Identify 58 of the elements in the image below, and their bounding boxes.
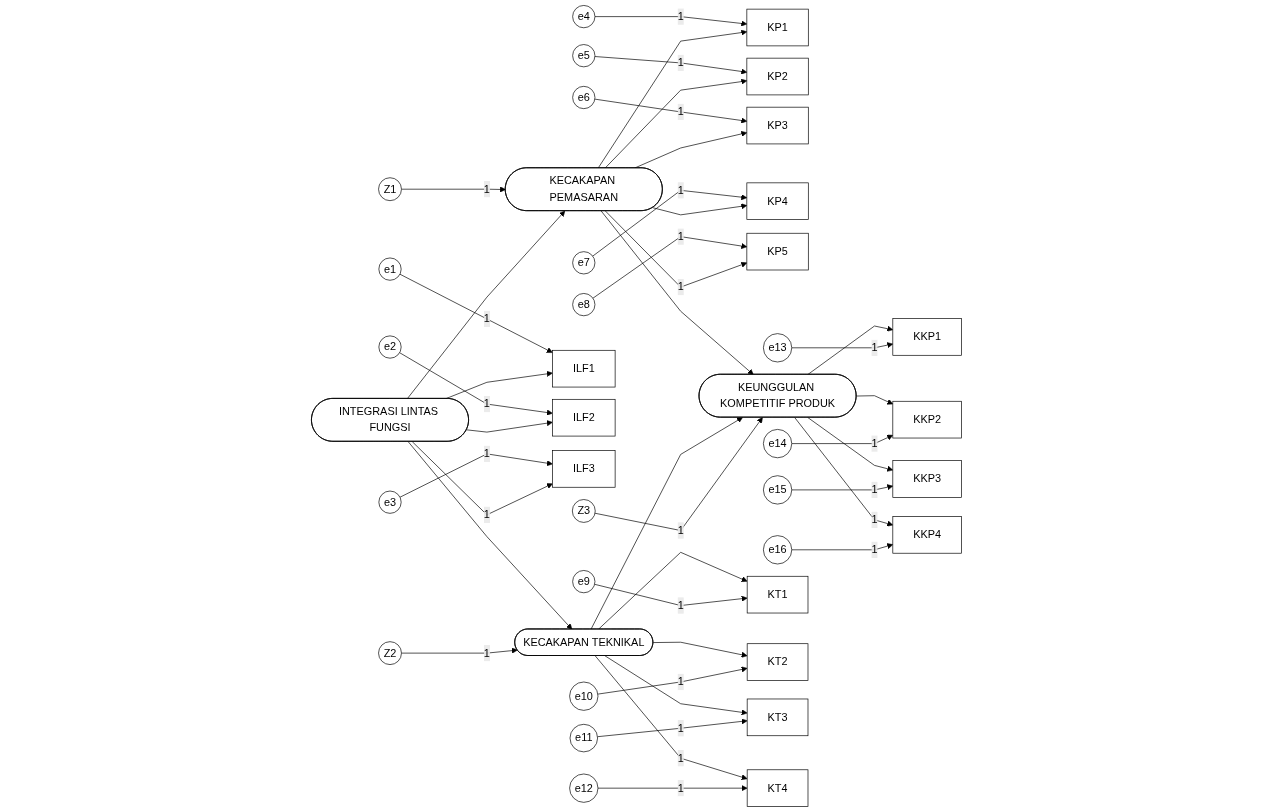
node-circle: e3 [378, 490, 402, 514]
node-box: KT4 [746, 769, 809, 807]
node-circle: Z3 [572, 499, 596, 523]
edge-label: 1 [871, 341, 878, 354]
edge-label: 1 [677, 722, 684, 734]
node-circle: e4 [572, 5, 596, 29]
node-box: KKP2 [892, 400, 962, 439]
node-circle: Z1 [378, 177, 402, 201]
edge-label: 1 [483, 508, 490, 521]
edge-label: 1 [483, 312, 490, 325]
edge-label: 1 [483, 183, 490, 195]
edge-label: 1 [677, 675, 684, 688]
node-box: KT1 [746, 575, 809, 614]
edge-label: 1 [677, 184, 684, 196]
edge-label: 1 [483, 447, 490, 460]
node-box: KP4 [746, 182, 809, 220]
node-box: KKP1 [892, 318, 962, 356]
node-circle: e7 [572, 251, 596, 275]
edge-label: 1 [677, 524, 684, 536]
edge-label: 1 [677, 56, 684, 69]
node-circle: e16 [763, 535, 793, 565]
node-circle: e8 [572, 293, 596, 317]
node-box: KT2 [746, 643, 809, 681]
edge-label: 1 [871, 437, 878, 450]
node-circle: e5 [572, 44, 596, 68]
edge-label: 1 [871, 513, 878, 526]
node-circle: Z2 [378, 641, 402, 665]
node-box: KP2 [746, 57, 809, 96]
edge-label: 1 [483, 647, 490, 659]
edge-label: 1 [677, 10, 684, 23]
node-box: ILF1 [552, 349, 616, 388]
node-circle: e14 [763, 429, 793, 459]
node-circle: e13 [763, 333, 793, 363]
node-circle: e12 [569, 773, 599, 803]
node-box: ILF2 [552, 398, 616, 437]
node-box: KP1 [746, 8, 809, 47]
node-circle: e9 [572, 570, 596, 594]
node-box: ILF3 [552, 450, 616, 488]
node-circle: e11 [569, 723, 598, 753]
edge-label: 1 [677, 230, 684, 243]
edge-label: 1 [677, 105, 684, 118]
node-circle: e2 [378, 335, 402, 359]
node-box: KKP3 [892, 460, 962, 498]
node-box: KT3 [746, 698, 809, 737]
node-circle: e1 [378, 257, 402, 281]
node-circle: e10 [569, 681, 599, 711]
edge-label: 1 [871, 483, 878, 496]
edge-label: 1 [483, 397, 490, 410]
node-circle: e6 [572, 86, 596, 109]
node-circle: e15 [763, 475, 793, 505]
edge-label: 1 [677, 599, 684, 611]
edge-label: 1 [677, 752, 684, 764]
edge-label: 1 [871, 543, 878, 556]
edge-label: 1 [677, 782, 684, 794]
node-box: KKP4 [892, 516, 962, 554]
node-box: KP5 [746, 232, 809, 271]
edge-label: 1 [677, 280, 684, 293]
node-box: KP3 [746, 106, 809, 145]
